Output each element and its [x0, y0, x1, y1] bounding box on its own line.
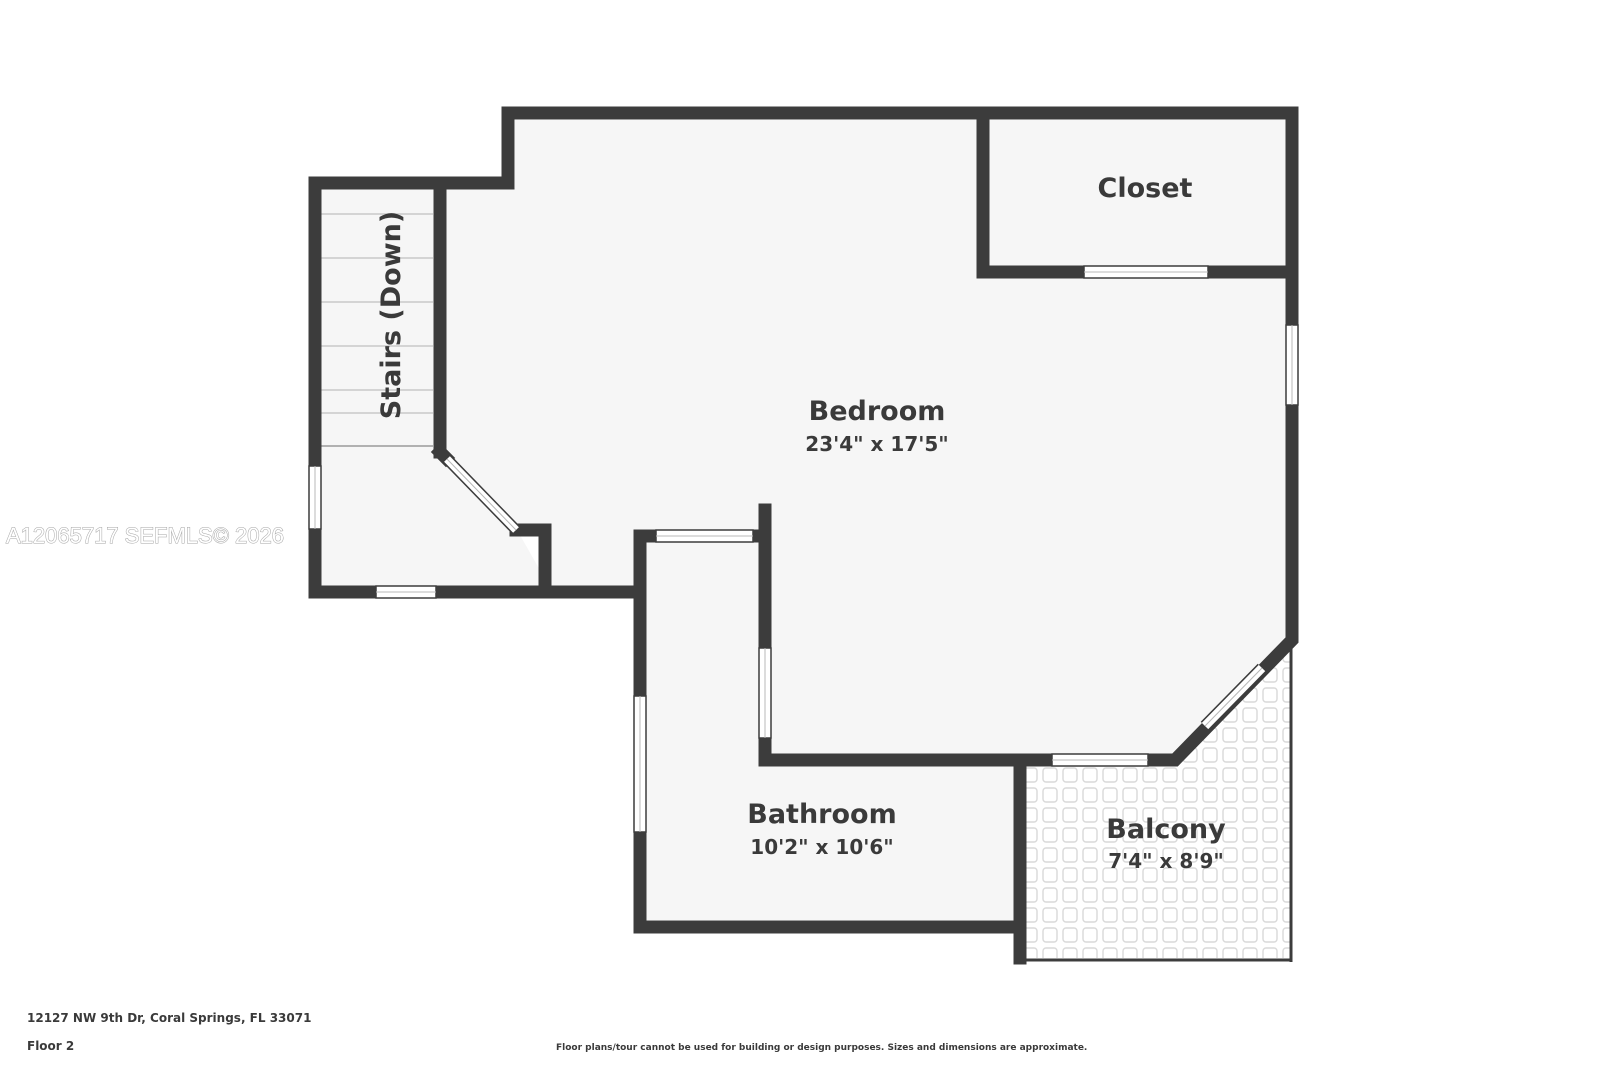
bathroom-floor [640, 540, 1020, 920]
balcony-dimensions: 7'4" x 8'9" [1108, 849, 1224, 873]
bedroom-label: Bedroom [809, 396, 946, 427]
bathroom-dimensions: 10'2" x 10'6" [750, 835, 893, 859]
balcony-label: Balcony [1106, 814, 1226, 845]
stair-treads [320, 213, 433, 447]
floor-fills [320, 120, 1286, 920]
bedroom-dimensions: 23'4" x 17'5" [805, 432, 948, 456]
disclaimer: Floor plans/tour cannot be used for buil… [556, 1043, 1088, 1053]
bedroom-floor [445, 120, 1286, 755]
balcony-outline [1020, 645, 1293, 962]
diagonal-openings [443, 455, 1267, 731]
balcony-floor [1020, 645, 1290, 958]
property-address: 12127 NW 9th Dr, Coral Springs, FL 33071 [27, 1011, 312, 1025]
floor-label: Floor 2 [27, 1039, 75, 1053]
walls [308, 106, 1299, 965]
mls-watermark: A12065717 SEFMLS© 2026 [6, 523, 284, 548]
bathroom-label: Bathroom [747, 799, 896, 830]
windows [308, 265, 1299, 833]
stairs-label: Stairs (Down) [376, 211, 407, 419]
closet-label: Closet [1098, 173, 1193, 204]
